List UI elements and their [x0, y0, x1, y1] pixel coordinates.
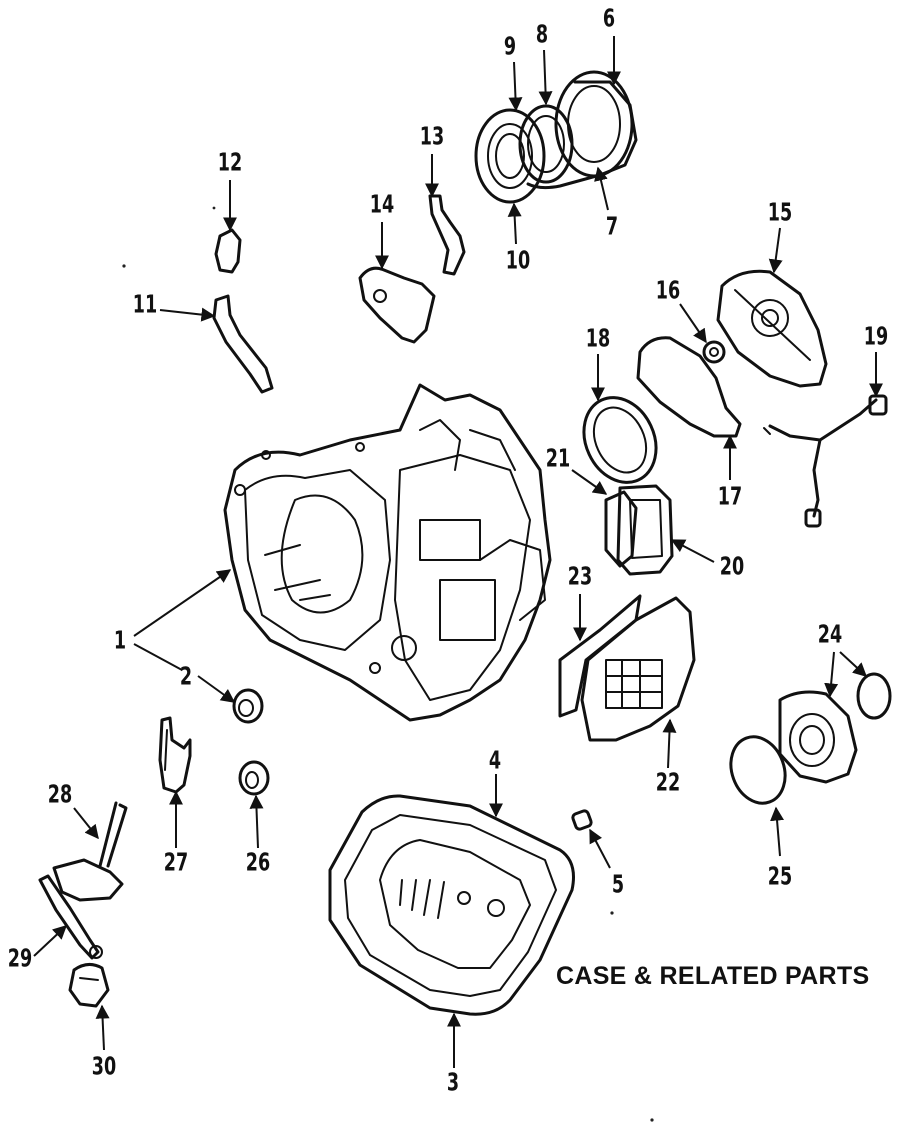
valve-body-22	[580, 596, 696, 742]
o-ring-24	[856, 672, 892, 720]
callout-19: 19	[863, 321, 889, 351]
callout-15: 15	[767, 197, 793, 227]
callout-18: 18	[585, 323, 611, 353]
callout-21: 21	[545, 443, 571, 473]
callout-27: 27	[163, 847, 189, 877]
o-ring-25	[729, 735, 787, 805]
callout-14: 14	[369, 189, 395, 219]
callout-7: 7	[605, 211, 619, 241]
callout-6: 6	[602, 3, 616, 33]
callout-4: 4	[488, 745, 502, 775]
cover-plate-14	[358, 266, 436, 344]
seal-ring-18	[582, 396, 658, 484]
callout-8: 8	[535, 19, 549, 49]
detent-lever-29	[38, 874, 103, 960]
filler-tube-11	[212, 294, 274, 394]
oil-seal-assembly	[474, 70, 638, 204]
gasket-21	[604, 490, 638, 568]
callout-10: 10	[505, 245, 531, 275]
sensor-harness-19	[763, 394, 888, 528]
drain-plug-5	[571, 809, 593, 831]
leader-lines	[33, 36, 883, 1068]
detent-roller-30	[68, 963, 110, 1008]
lever-bracket-27	[158, 716, 192, 794]
callout-11: 11	[132, 289, 158, 319]
callout-29: 29	[7, 943, 33, 973]
callout-16: 16	[655, 275, 681, 305]
extension-housing-24	[778, 690, 858, 784]
clip-12	[214, 228, 242, 274]
gasket-17	[636, 336, 742, 438]
bracket-13	[428, 194, 466, 276]
callout-20: 20	[719, 551, 745, 581]
callout-2: 2	[179, 661, 193, 691]
manual-shaft-28	[52, 801, 128, 902]
nut-16	[702, 340, 726, 364]
separator-plate-23	[558, 594, 642, 718]
callout-23: 23	[567, 561, 593, 591]
callout-1: 1	[113, 625, 127, 655]
callout-25: 25	[767, 861, 793, 891]
callout-9: 9	[503, 31, 517, 61]
callout-22: 22	[655, 767, 681, 797]
scan-specks	[122, 206, 654, 1122]
seal-26	[238, 760, 270, 796]
callout-30: 30	[91, 1051, 117, 1081]
strainer-20	[616, 484, 674, 576]
seal-2	[232, 688, 264, 724]
oil-pan-3	[328, 794, 575, 1016]
callout-12: 12	[217, 147, 243, 177]
callout-28: 28	[47, 779, 73, 809]
callout-26: 26	[245, 847, 271, 877]
callout-17: 17	[717, 481, 743, 511]
side-cover-15	[716, 269, 828, 388]
diagram-caption: CASE & RELATED PARTS	[556, 962, 870, 990]
callout-3: 3	[446, 1067, 460, 1097]
callout-24: 24	[817, 619, 843, 649]
callout-5: 5	[611, 869, 625, 899]
callout-13: 13	[419, 121, 445, 151]
transmission-case	[223, 383, 552, 722]
